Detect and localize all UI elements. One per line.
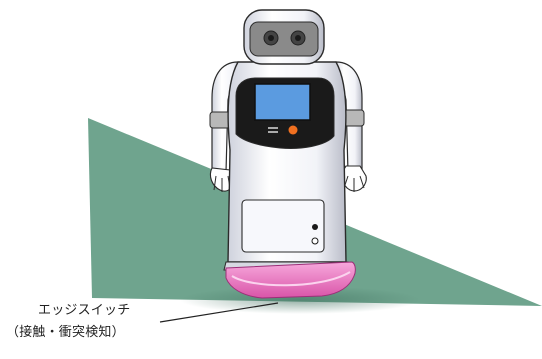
left-arm [209, 61, 241, 192]
robot-shadow [180, 286, 420, 314]
power-button [288, 125, 298, 135]
visor [249, 21, 319, 57]
callout-leader-line [159, 302, 279, 323]
callout-label-edge-switch: エッジスイッチ [38, 303, 131, 318]
robot-body [227, 61, 347, 263]
display-screen [254, 83, 311, 121]
edge-switch-ring [225, 261, 356, 299]
callout-label-detection: （接触・衝突検知） [6, 325, 125, 340]
slot-icon [268, 127, 278, 129]
door-panel [241, 199, 325, 253]
robot-head [243, 9, 325, 65]
